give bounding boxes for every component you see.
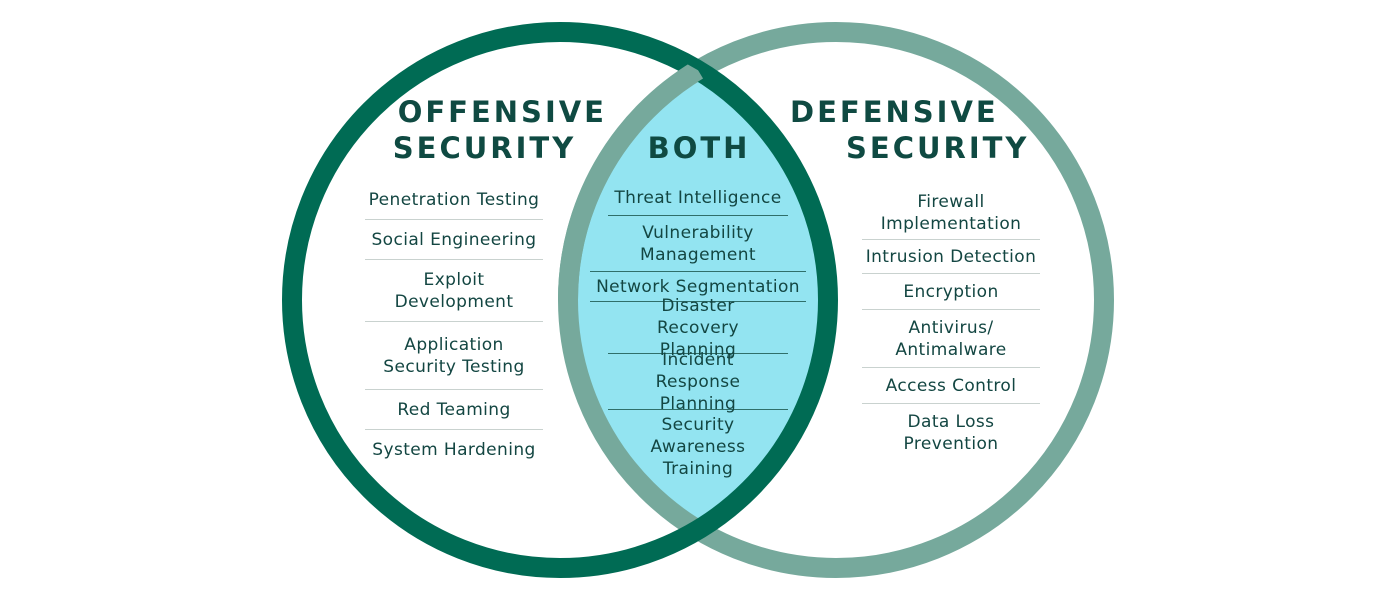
list-item: Antivirus/ Antimalware [862,310,1040,368]
list-item: Vulnerability Management [590,216,806,272]
both-list: Threat Intelligence Vulnerability Manage… [590,180,806,484]
list-item: Access Control [862,368,1040,404]
list-item: Social Engineering [365,220,543,260]
defensive-title-line1: DEFENSIVE [790,95,999,129]
offensive-title-line1: OFFENSIVE [397,95,607,129]
list-item: Disaster Recovery Planning [608,296,788,360]
offensive-title-line2: SECURITY [392,131,577,165]
defensive-title-line2: SECURITY [846,131,1030,165]
both-title: BOTH [640,130,758,166]
both-title-text: BOTH [647,131,751,165]
list-item: Threat Intelligence [608,180,788,216]
list-item: Encryption [862,274,1040,310]
list-item: Network Segmentation [590,272,806,302]
list-item: Intrusion Detection [862,240,1040,274]
defensive-list: Firewall Implementation Intrusion Detect… [862,186,1040,462]
offensive-list: Penetration Testing Social Engineering E… [365,180,543,470]
list-item: Security Awareness Training [650,415,746,479]
list-item: Firewall Implementation [862,186,1040,240]
list-item: Incident Response Planning [608,350,788,414]
list-item: Red Teaming [365,390,543,430]
list-item: Data Loss Prevention [903,412,999,454]
defensive-security-title: DEFENSIVE SECURITY [790,94,1030,166]
list-item: System Hardening [372,440,536,460]
offensive-security-title: OFFENSIVE SECURITY [392,94,607,166]
list-item: Penetration Testing [365,180,543,220]
list-item: Application Security Testing [365,322,543,390]
overlap-region [568,32,828,568]
list-item: Exploit Development [365,260,543,322]
defensive-arc-overlap [557,61,704,301]
offensive-circle [282,22,838,578]
